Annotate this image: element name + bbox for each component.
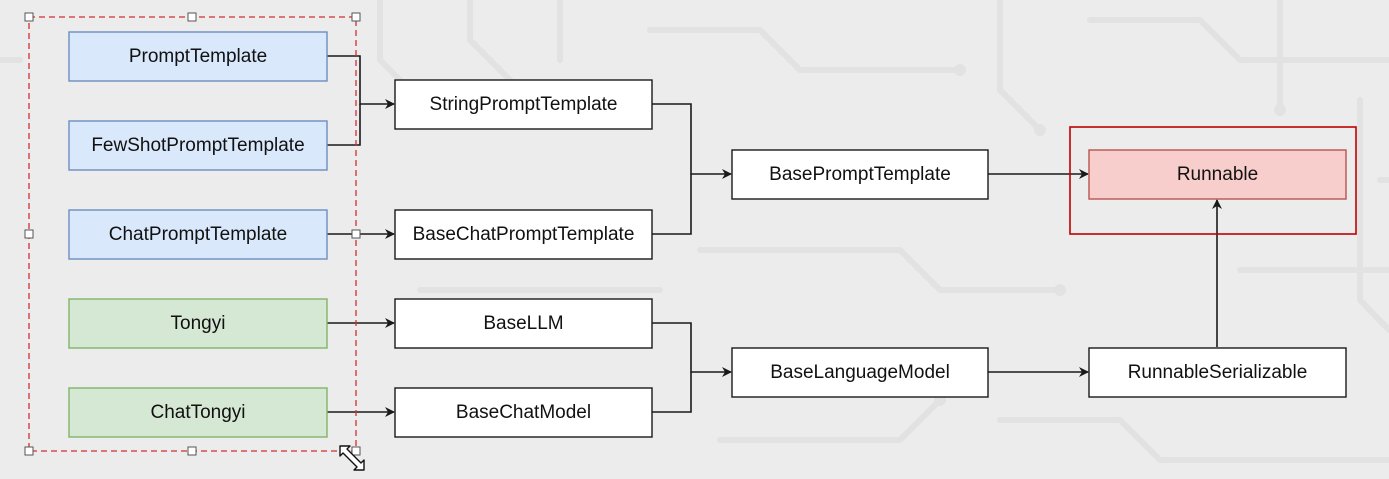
edge-base-llm-to-base-language-model[interactable]: [652, 322, 732, 377]
node-label: Runnable: [1177, 164, 1258, 185]
node-base-llm[interactable]: BaseLLM: [394, 298, 653, 349]
node-chat-tongyi[interactable]: ChatTongyi: [68, 387, 328, 438]
node-runnable[interactable]: Runnable: [1088, 149, 1347, 200]
node-label: BaseChatModel: [456, 402, 591, 423]
runnable-group-frame[interactable]: [1069, 126, 1357, 235]
node-label: FewShotPromptTemplate: [91, 135, 304, 156]
node-label: StringPromptTemplate: [430, 94, 618, 115]
edge-prompt-template-to-string-prompt-template[interactable]: [327, 55, 395, 109]
node-label: Tongyi: [171, 313, 226, 334]
node-chat-prompt-template[interactable]: ChatPromptTemplate: [68, 209, 328, 260]
node-label: ChatPromptTemplate: [109, 224, 287, 245]
node-few-shot-prompt-template[interactable]: FewShotPromptTemplate: [68, 120, 328, 171]
selection-handle-icon[interactable]: [24, 229, 34, 239]
resize-diagonal-icon[interactable]: [339, 445, 365, 471]
edge-few-shot-prompt-template-to-string-prompt-template[interactable]: [327, 104, 361, 146]
node-label: ChatTongyi: [150, 402, 245, 423]
node-label: BaseChatPromptTemplate: [413, 224, 635, 245]
node-label: BaseLLM: [483, 313, 563, 334]
selection-handle-icon[interactable]: [351, 446, 361, 456]
node-label: BaseLanguageModel: [770, 362, 950, 383]
selection-handle-icon[interactable]: [24, 446, 34, 456]
node-base-chat-model[interactable]: BaseChatModel: [394, 387, 653, 438]
node-prompt-template[interactable]: PromptTemplate: [68, 31, 328, 82]
node-label: BasePromptTemplate: [769, 164, 951, 185]
node-label: PromptTemplate: [129, 46, 267, 67]
node-base-prompt-template[interactable]: BasePromptTemplate: [731, 149, 989, 200]
node-string-prompt-template[interactable]: StringPromptTemplate: [394, 79, 653, 130]
selection-handle-icon[interactable]: [187, 12, 197, 22]
selection-box[interactable]: [24, 12, 361, 456]
edges: [327, 55, 1222, 417]
selection-handle-icon[interactable]: [187, 446, 197, 456]
node-base-chat-prompt-template[interactable]: BaseChatPromptTemplate: [394, 209, 653, 260]
selection-handle-icon[interactable]: [351, 229, 361, 239]
node-base-language-model[interactable]: BaseLanguageModel: [731, 347, 989, 398]
edge-base-chat-model-to-base-language-model[interactable]: [652, 372, 692, 413]
circuit-background: [0, 0, 1389, 460]
edge-string-prompt-template-to-base-prompt-template[interactable]: [652, 103, 732, 179]
node-runnable-serializable[interactable]: RunnableSerializable: [1088, 347, 1347, 398]
node-tongyi[interactable]: Tongyi: [68, 298, 328, 349]
node-label: RunnableSerializable: [1128, 362, 1308, 383]
selection-handle-icon[interactable]: [24, 12, 34, 22]
edge-base-chat-prompt-template-to-base-prompt-template[interactable]: [652, 174, 692, 235]
selection-handle-icon[interactable]: [351, 12, 361, 22]
